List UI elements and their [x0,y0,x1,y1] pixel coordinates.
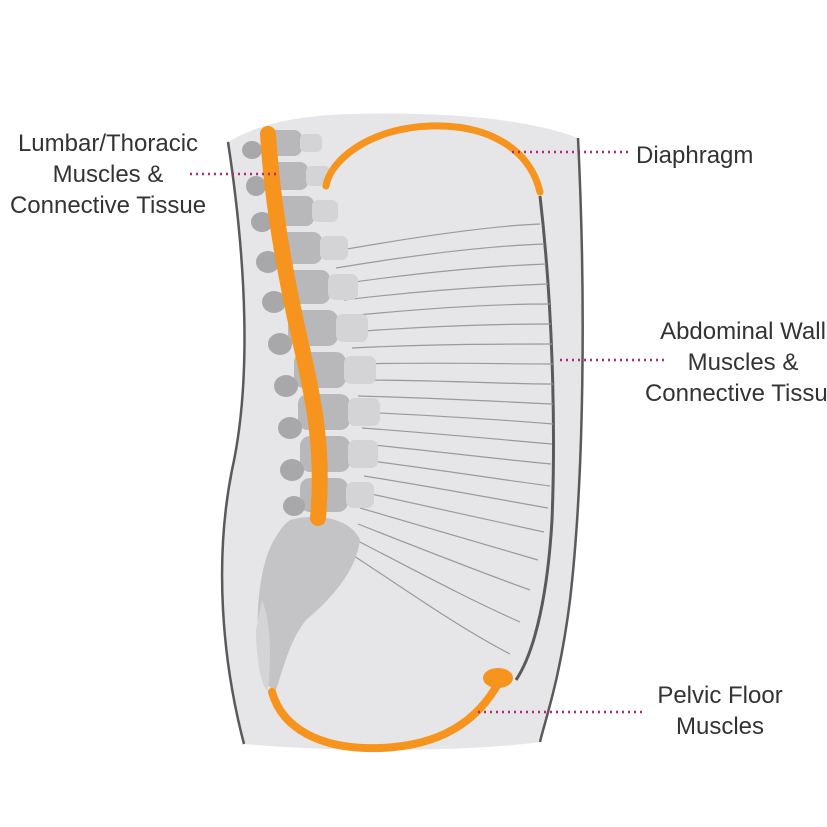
label-diaphragm-line1: Diaphragm [636,142,754,169]
label-abdominal-line3: Connective Tissue [644,380,827,407]
leader-lines [190,150,664,714]
sacrum [257,516,360,690]
label-diaphragm: Diaphragm [636,140,753,171]
label-abdominal-line1: Abdominal Wall [660,318,826,345]
front-outline [538,137,584,743]
label-pelvic-floor: Pelvic Floor Muscles [640,680,800,742]
label-pelvic-line1: Pelvic Floor [657,682,783,709]
fascia-lines [329,223,554,655]
label-lumbar-line3: Connective Tissue [9,192,207,219]
back-outline [220,141,246,745]
label-abdominal-wall: Abdominal Wall Muscles & Connective Tiss… [630,316,827,409]
label-abdominal-line2: Muscles & [687,349,799,376]
label-lumbar-line1: Lumbar/Thoracic [17,130,199,157]
coccyx [256,600,270,690]
label-lumbar-line2: Muscles & [52,161,164,188]
abdominal-wall-line [514,195,555,681]
pelvic-floor-muscle [268,676,504,753]
label-lumbar-thoracic: Lumbar/Thoracic Muscles & Connective Tis… [0,128,220,221]
lumbar-thoracic-muscle [260,126,328,526]
diaphragm-muscle [322,122,544,196]
pelvic-floor-end [483,668,513,688]
label-pelvic-line2: Muscles [675,713,765,740]
